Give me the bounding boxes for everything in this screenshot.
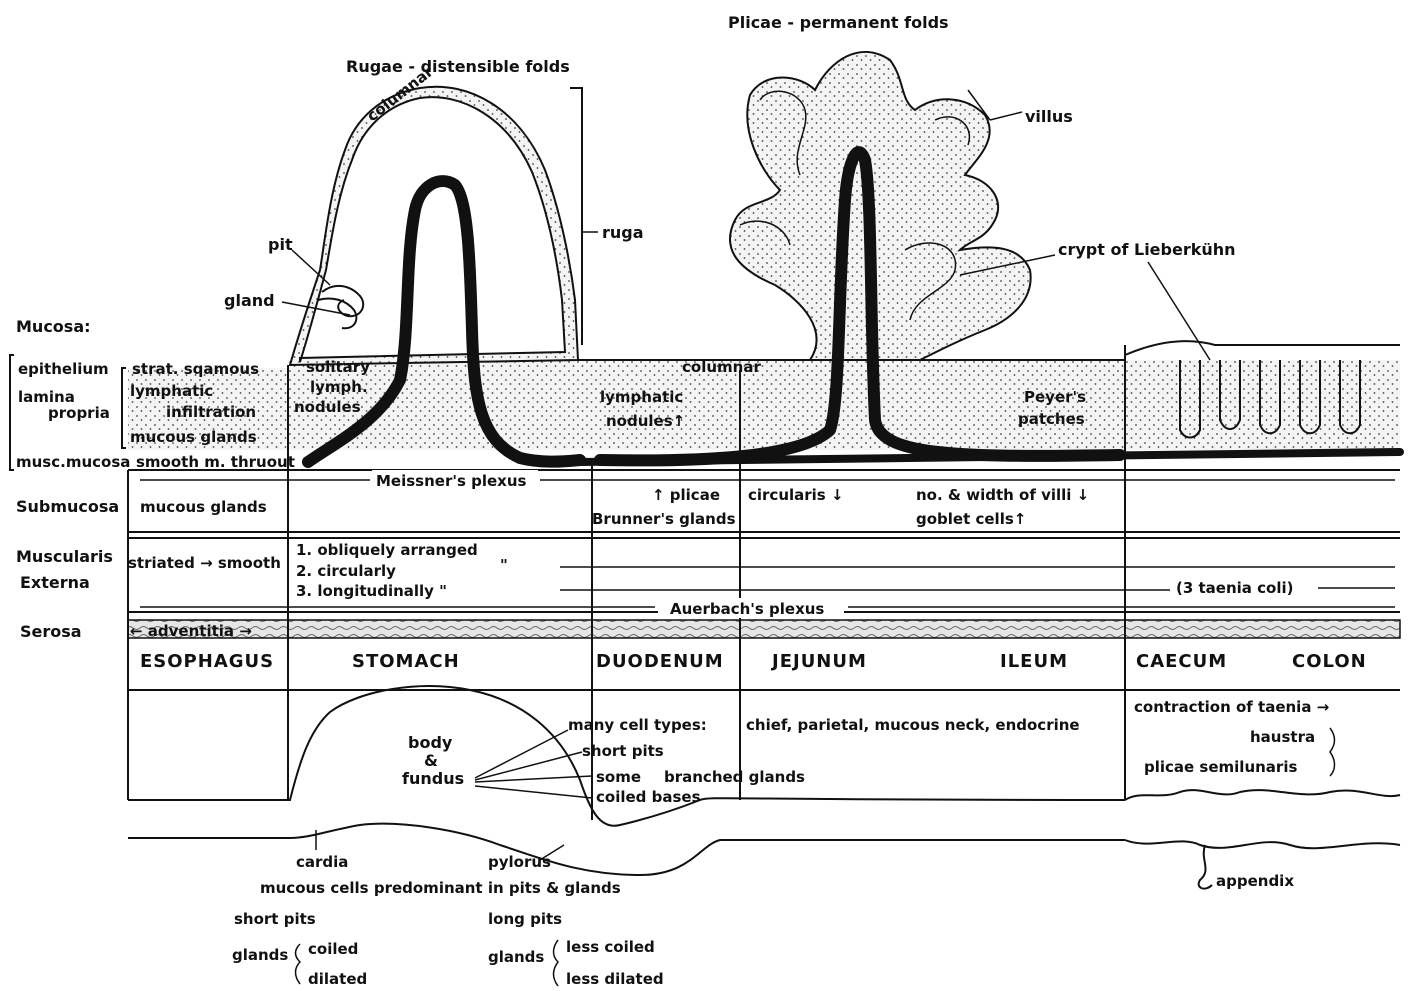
pit-label: pit — [268, 235, 293, 254]
mucous-cells-label: mucous cells predominant in pits & gland… — [260, 879, 621, 897]
region-jejunum: JEJUNUM — [770, 651, 867, 672]
muscle-obliquely: 1. obliquely arranged — [296, 541, 478, 559]
region-caecum: CAECUM — [1136, 651, 1227, 672]
many-cell-types: many cell types: — [568, 716, 707, 734]
muscle-circularly: 2. circularly — [296, 562, 396, 580]
contraction-taenia: contraction of taenia → — [1134, 698, 1329, 716]
plicae-title: Plicae - permanent folds — [728, 13, 949, 32]
esophagus-sub-glands: mucous glands — [140, 498, 267, 516]
propria-label: propria — [48, 404, 110, 422]
crypt-label: crypt of Lieberkühn — [1058, 240, 1236, 259]
esophagus-strat: strat. sqamous — [132, 360, 259, 378]
externa-label: Externa — [20, 573, 90, 592]
region-duodenum: DUODENUM — [596, 651, 724, 672]
region-esophagus: ESOPHAGUS — [140, 651, 274, 672]
mucosa-label: Mucosa: — [16, 317, 91, 336]
region-colon: COLON — [1292, 651, 1367, 672]
region-ileum: ILEUM — [1000, 651, 1068, 672]
stomach-lymph: lymph. — [310, 378, 368, 396]
serosa-label: Serosa — [20, 622, 82, 641]
cardia-dilated: dilated — [308, 970, 367, 988]
leader-lines — [10, 88, 1395, 607]
branched-glands: branched glands — [664, 768, 805, 786]
esophagus-lymphatic: lymphatic — [130, 382, 213, 400]
fan-lines — [475, 730, 592, 798]
haustra-label: haustra — [1250, 728, 1315, 746]
epithelium-label: epithelium — [18, 360, 109, 378]
fundus-label: fundus — [402, 769, 464, 788]
amp-label: & — [424, 751, 438, 770]
cardia-glands: glands — [232, 946, 288, 964]
taenia-coli: (3 taenia coli) — [1176, 579, 1293, 597]
ruga-label: ruga — [602, 223, 644, 242]
esophagus-adventitia: ← adventitia → — [130, 622, 252, 640]
pylorus-less-dilated: less dilated — [566, 970, 664, 988]
semilunaris-label: plicae semilunaris — [1144, 758, 1297, 776]
cell-list: chief, parietal, mucous neck, endocrine — [746, 716, 1080, 734]
ileum-peyers: Peyer's — [1024, 388, 1086, 406]
ileum-goblet: goblet cells↑ — [916, 510, 1026, 528]
pylorus-long-pits: long pits — [488, 910, 562, 928]
ileum-patches: patches — [1018, 410, 1085, 428]
stomach-solitary: solitary — [306, 358, 370, 376]
ileum-villi: no. & width of villi ↓ — [916, 486, 1089, 504]
pylorus-less-coiled: less coiled — [566, 938, 655, 956]
esophagus-mucous-glands: mucous glands — [130, 428, 257, 446]
short-pits-label: short pits — [582, 742, 664, 760]
duodenum-lymphatic: lymphatic — [600, 388, 683, 406]
jejunum-circularis: circularis ↓ — [748, 486, 844, 504]
gland-label: gland — [224, 291, 275, 310]
esophagus-smooth: smooth m. thruout — [136, 453, 295, 471]
villus-label: villus — [1025, 107, 1073, 126]
some-label: some — [596, 768, 641, 786]
stomach-nodules: nodules — [294, 398, 361, 416]
coiled-bases: coiled bases — [596, 788, 701, 806]
pylorus-label: pylorus — [488, 853, 551, 871]
pylorus-glands: glands — [488, 948, 544, 966]
esophagus-infiltration: infiltration — [166, 403, 256, 421]
appendix-label: appendix — [1216, 872, 1294, 890]
musc-mucosa-label: musc.mucosa — [16, 453, 130, 471]
muscle-longitudinally: 3. longitudinally " — [296, 582, 447, 600]
esophagus-striated: striated → smooth — [128, 554, 281, 572]
columnar-label-duodenum: columnar — [682, 358, 761, 376]
cardia-label: cardia — [296, 853, 348, 871]
duodenum-plicae: ↑ plicae — [652, 486, 720, 504]
duodenum-nodules: nodules↑ — [606, 412, 685, 430]
cardia-short-pits: short pits — [234, 910, 316, 928]
submucosa-label: Submucosa — [16, 497, 119, 516]
muscle-ditto: " — [500, 556, 508, 574]
cardia-coiled: coiled — [308, 940, 358, 958]
rugae-title: Rugae - distensible folds — [346, 57, 570, 76]
body-label: body — [408, 733, 453, 752]
duodenum-brunner: Brunner's glands — [592, 510, 736, 528]
region-stomach: STOMACH — [352, 651, 460, 672]
muscularis-label: Muscularis — [16, 547, 113, 566]
auerbach-plexus: Auerbach's plexus — [670, 600, 824, 618]
meissner-plexus: Meissner's plexus — [376, 472, 526, 490]
